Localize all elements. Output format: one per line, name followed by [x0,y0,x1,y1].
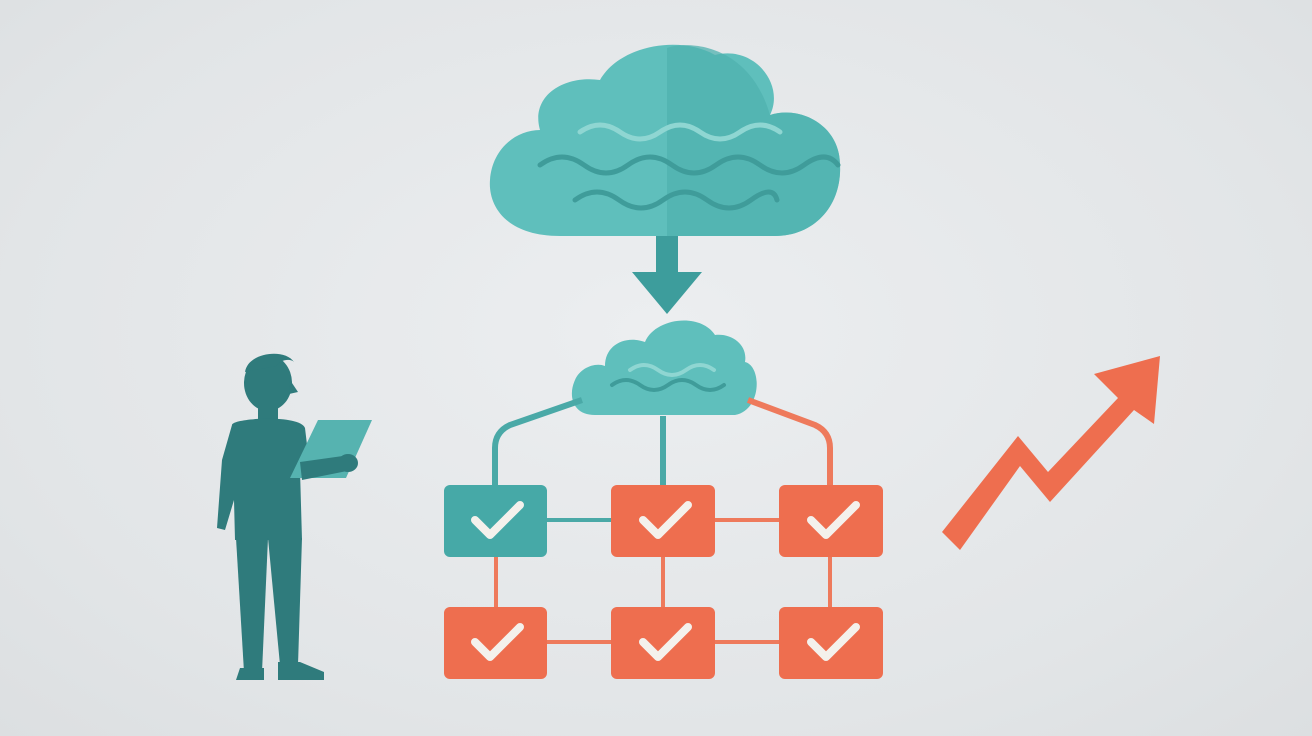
task-box-r2c3 [779,607,883,679]
arrow-down-icon [632,236,702,314]
cloud-waves-icon [537,122,841,211]
checkmark-icon [639,623,692,661]
task-box-r2c1 [444,607,547,679]
person-with-tablet-icon [217,353,372,680]
checkmark-icon [807,623,860,661]
trend-up-arrow-icon [942,356,1160,550]
checkmark-icon [807,501,860,539]
checkmark-icon [471,623,524,661]
grid-connectors [494,518,832,644]
task-box-r1c2 [611,485,715,557]
task-grid [444,485,883,679]
task-box-r1c1 [444,485,547,557]
tree-connectors [492,397,833,488]
checkmark-icon [639,501,692,539]
task-box-r1c3 [779,485,883,557]
checkmark-icon [471,501,524,539]
small-cloud-icon [571,320,757,415]
task-box-r2c2 [611,607,715,679]
big-cloud-icon [489,44,841,236]
